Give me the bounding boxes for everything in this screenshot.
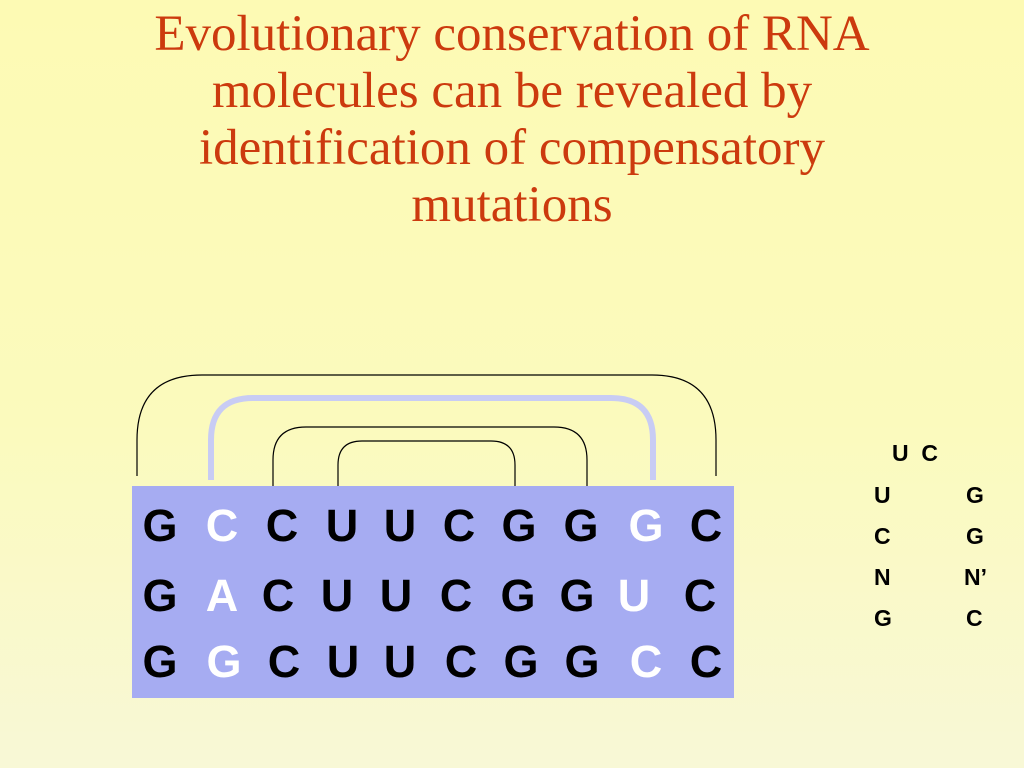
title-line-4: mutations bbox=[411, 177, 613, 233]
nucleotide: G bbox=[501, 500, 537, 551]
hairpin-stem-left: C bbox=[874, 523, 891, 549]
hairpin-loop: U C bbox=[892, 440, 938, 466]
nucleotide: C bbox=[261, 570, 295, 621]
nucleotide: G bbox=[564, 636, 600, 687]
nucleotide: C bbox=[442, 500, 476, 551]
rna-hairpin-structure: U C U G C G N N’ G C bbox=[860, 436, 1010, 636]
nucleotide: C bbox=[683, 570, 717, 621]
nucleotide: U bbox=[383, 636, 417, 687]
nucleotide: C bbox=[265, 500, 299, 551]
nucleotide: C bbox=[689, 500, 723, 551]
nucleotide-compensatory: G bbox=[206, 636, 242, 687]
nucleotide-compensatory: U bbox=[617, 570, 651, 621]
nucleotide: G bbox=[559, 570, 595, 621]
nucleotide-compensatory: G bbox=[628, 500, 664, 551]
nucleotide: U bbox=[326, 636, 360, 687]
nucleotide: C bbox=[439, 570, 473, 621]
title-line-2: molecules can be revealed by bbox=[211, 63, 813, 119]
nucleotide: C bbox=[444, 636, 478, 687]
hairpin-stem-right: C bbox=[966, 605, 983, 631]
pair-arc-1-10 bbox=[136, 374, 717, 476]
nucleotide: G bbox=[503, 636, 539, 687]
slide-title: Evolutionary conservation of RNA molecul… bbox=[40, 6, 984, 234]
nucleotide: G bbox=[563, 500, 599, 551]
hairpin-stem-left: G bbox=[874, 605, 892, 631]
hairpin-stem-left: U bbox=[874, 482, 891, 508]
nucleotide: C bbox=[689, 636, 723, 687]
nucleotide: G bbox=[142, 500, 178, 551]
hairpin-stem-right: G bbox=[966, 523, 984, 549]
nucleotide: G bbox=[142, 570, 178, 621]
hairpin-stem-left: N bbox=[874, 564, 891, 590]
nucleotide: U bbox=[383, 500, 417, 551]
pair-arc-2-9-highlight bbox=[208, 395, 656, 480]
nucleotide: U bbox=[325, 500, 359, 551]
title-line-3: identification of compensatory bbox=[199, 120, 825, 176]
nucleotide-compensatory: A bbox=[205, 570, 239, 621]
title-line-1: Evolutionary conservation of RNA bbox=[154, 6, 870, 62]
nucleotide-compensatory: C bbox=[205, 500, 239, 551]
hairpin-stem-right: G bbox=[966, 482, 984, 508]
hairpin-stem-right: N’ bbox=[964, 564, 987, 590]
nucleotide: G bbox=[500, 570, 536, 621]
nucleotide: G bbox=[142, 636, 178, 687]
pair-arc-4-7 bbox=[337, 440, 516, 490]
nucleotide: U bbox=[320, 570, 354, 621]
sequence-alignment-box: G C C U U C G G G C G A C U U C G G U C … bbox=[132, 486, 734, 698]
pair-arc-3-8 bbox=[272, 426, 588, 490]
nucleotide: U bbox=[379, 570, 413, 621]
nucleotide-compensatory: C bbox=[629, 636, 663, 687]
nucleotide: C bbox=[267, 636, 301, 687]
